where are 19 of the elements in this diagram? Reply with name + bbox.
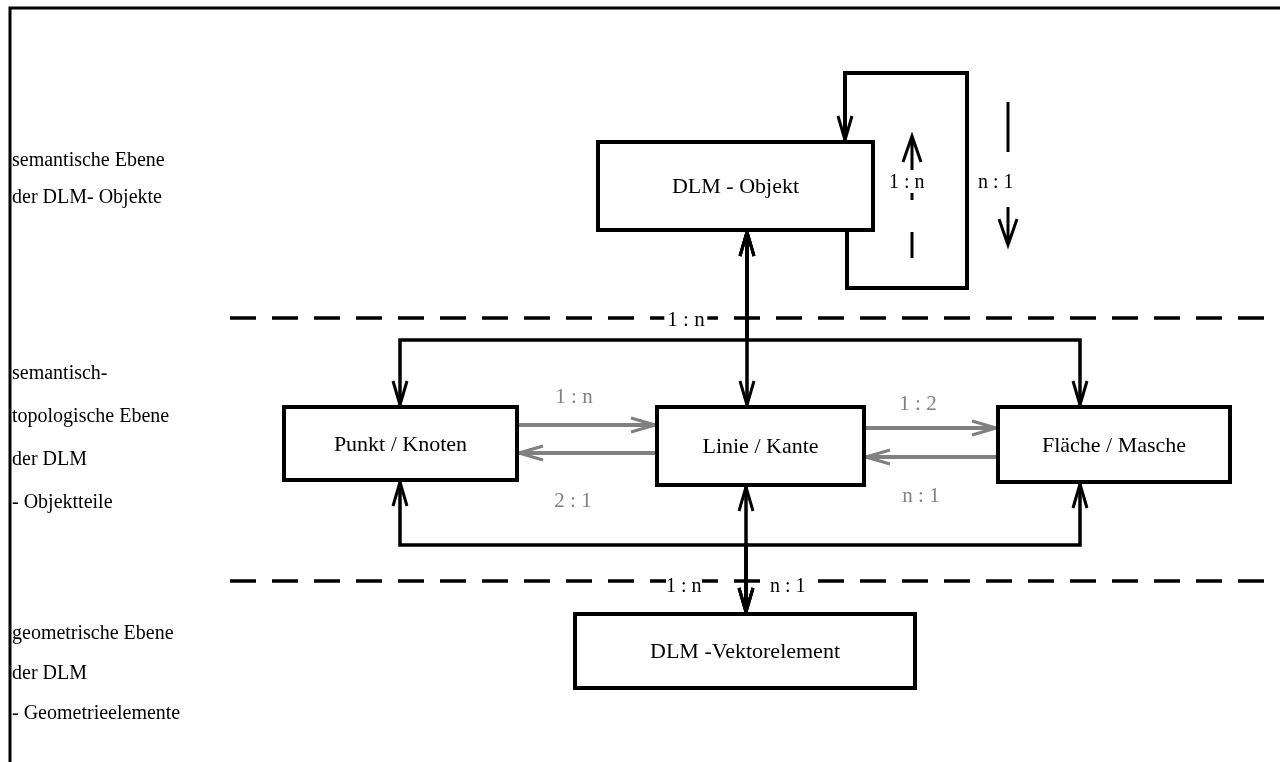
- entity-box: [996, 405, 1232, 484]
- entity-box: [282, 405, 519, 482]
- arrow: [866, 419, 998, 437]
- box-label: Linie / Kante: [702, 433, 819, 459]
- box-label: DLM -Vektorelement: [650, 638, 840, 664]
- ratio-label: 1 : n: [889, 170, 925, 193]
- level-label: semantisch- topologische Ebene der DLM - Objektteile: [12, 360, 170, 515]
- arrow: [519, 416, 657, 434]
- entity-box: [596, 140, 875, 232]
- level-label: semantische Ebene der DLM- Objekte: [12, 147, 165, 210]
- level-label: geometrische Ebene der DLM - Geometrieelemente: [12, 620, 181, 725]
- arrow: [737, 482, 1089, 614]
- box-label: DLM - Objekt: [671, 173, 800, 199]
- arrow: [836, 71, 969, 290]
- entity-box: [655, 405, 866, 487]
- box-label: Punkt / Knoten: [333, 430, 468, 457]
- arrow: [738, 230, 1089, 407]
- box-label: Fläche / Masche: [1041, 431, 1187, 458]
- entity-box: [573, 612, 917, 690]
